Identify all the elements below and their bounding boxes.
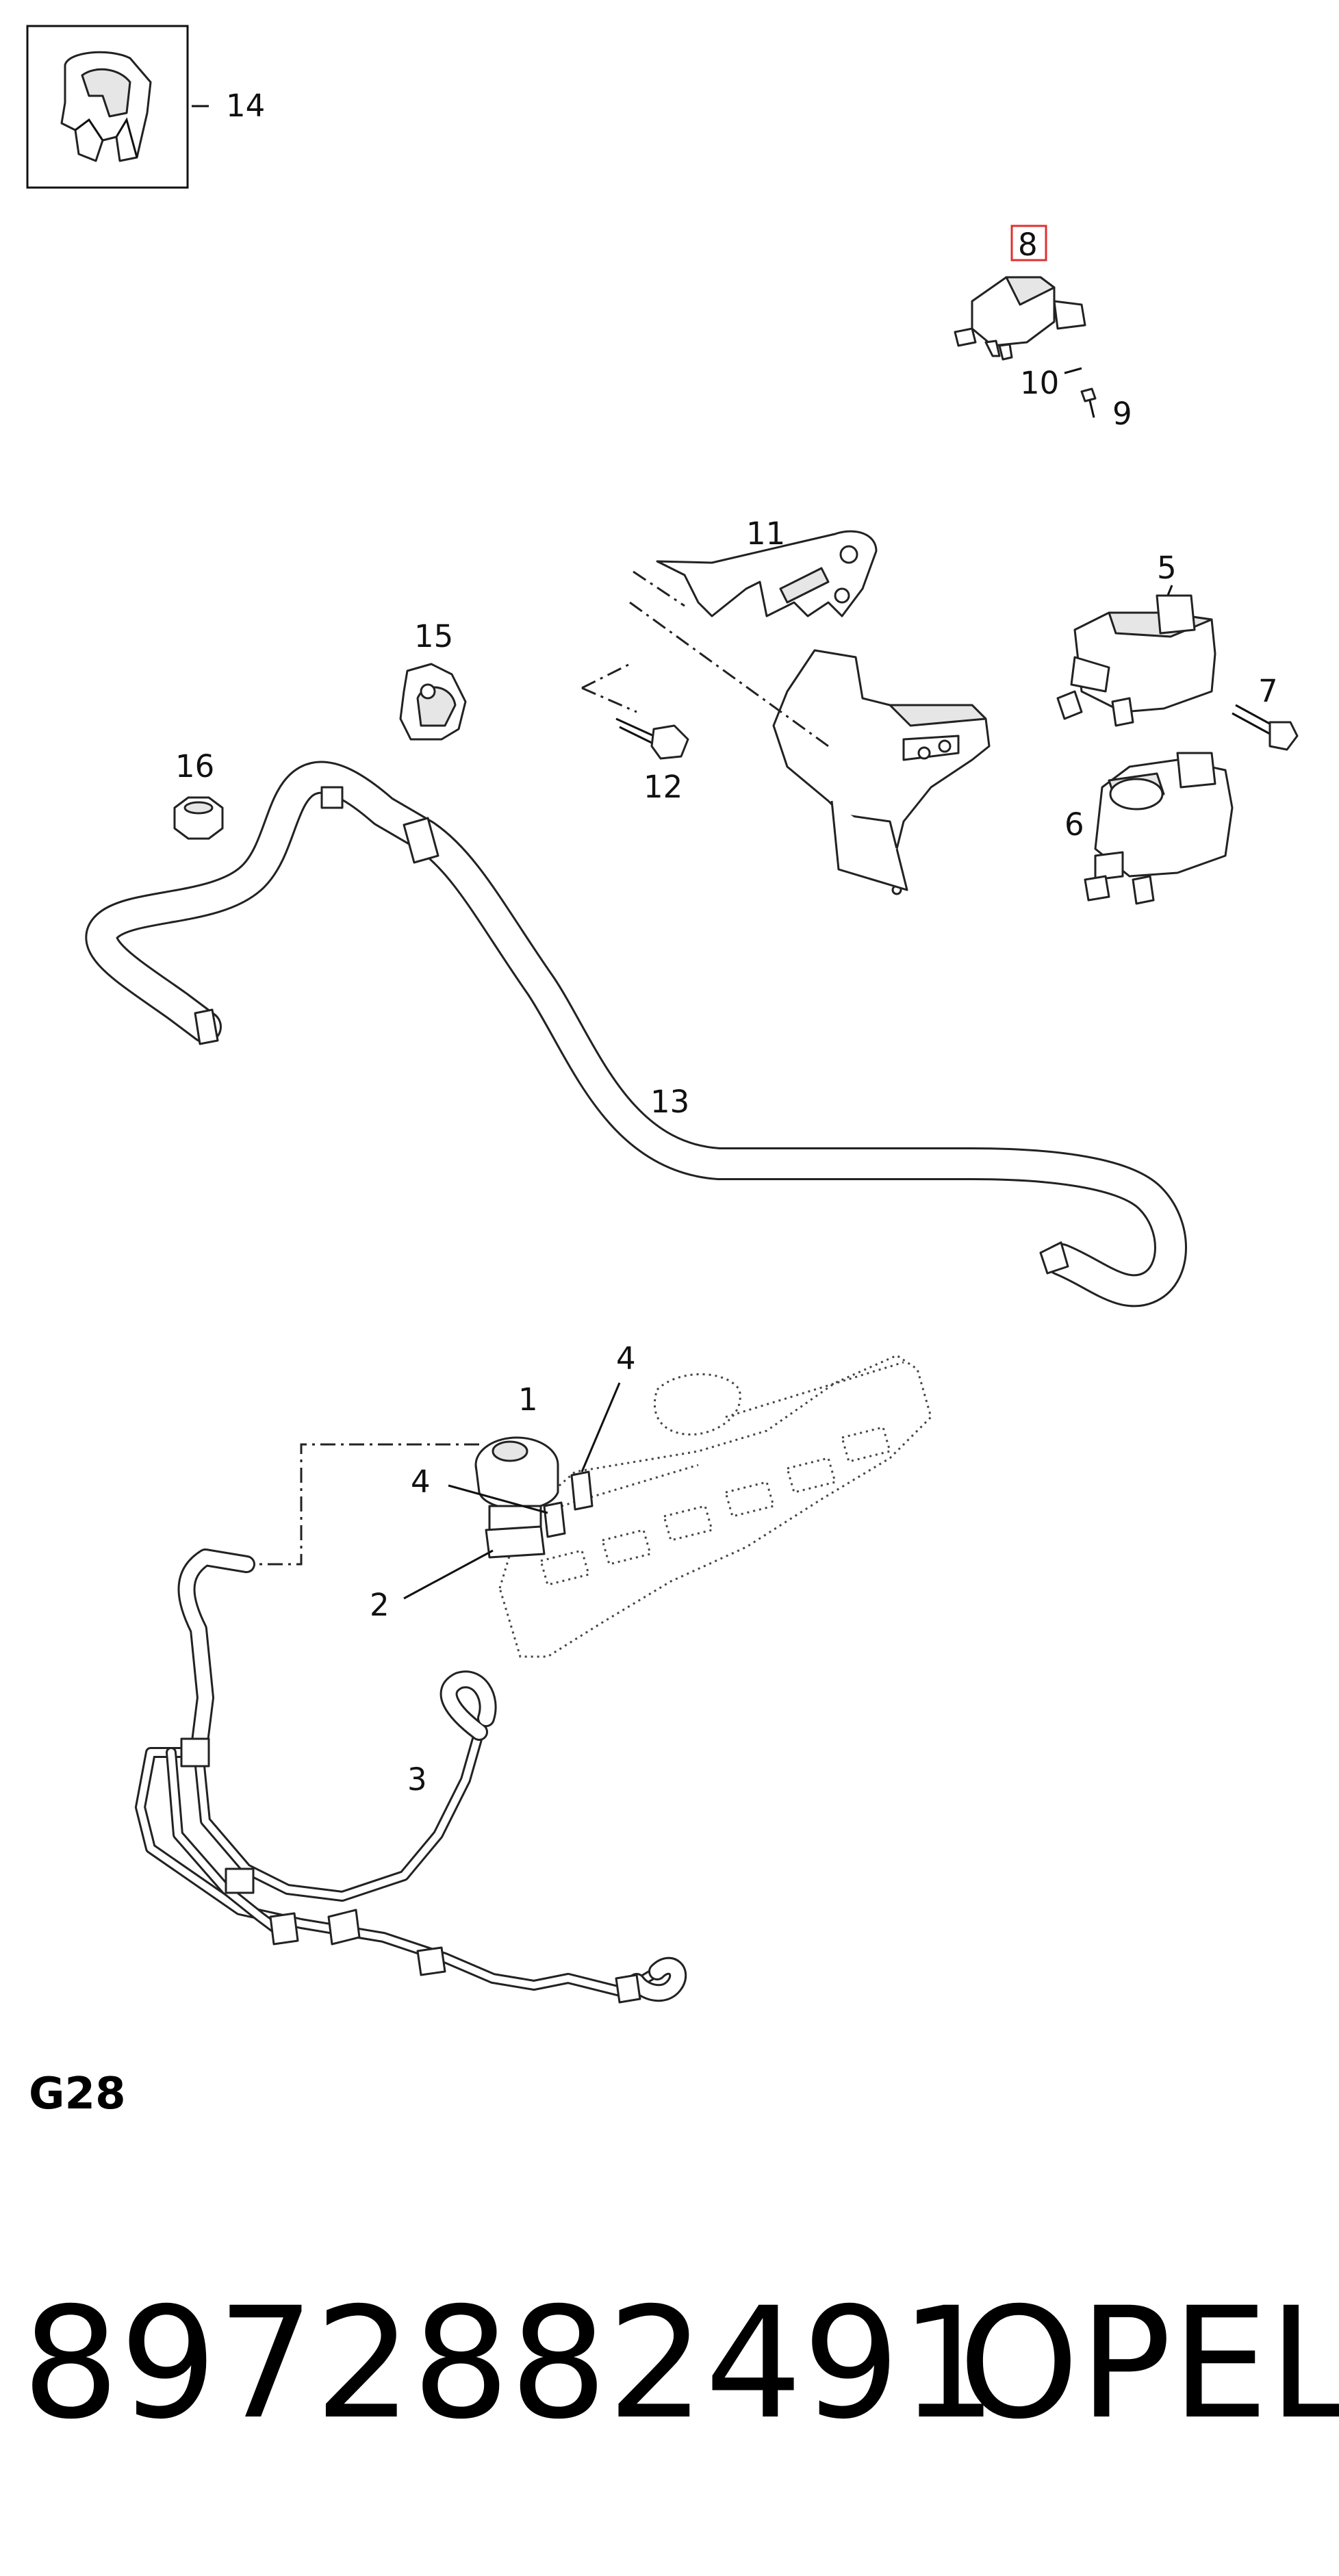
part-13-hose	[85, 761, 1187, 1308]
part-9-screw	[1080, 387, 1097, 418]
callout-13: 13	[650, 1084, 689, 1120]
part-6-converter	[1084, 752, 1234, 905]
part-14-clip	[26, 25, 209, 189]
part-16-nut	[173, 796, 224, 840]
callout-3: 3	[407, 1761, 427, 1798]
callout-16: 16	[175, 748, 214, 785]
part-12-bolt	[615, 717, 689, 760]
callout-4-lower: 4	[411, 1464, 431, 1500]
callout-12: 12	[643, 769, 683, 805]
part-15-clamp	[399, 663, 467, 741]
callout-8: 8	[1018, 227, 1038, 263]
callout-11: 11	[746, 515, 785, 552]
part-11-bracket	[656, 530, 991, 895]
callout-4-upper: 4	[616, 1340, 636, 1377]
callout-15: 15	[414, 618, 453, 654]
callout-7: 7	[1258, 673, 1278, 709]
highlight-box-8	[1010, 225, 1047, 262]
callout-2: 2	[370, 1587, 390, 1623]
callout-6: 6	[1064, 806, 1084, 843]
callout-1: 1	[518, 1381, 538, 1418]
part-number: 8972882491	[22, 2274, 997, 2453]
callout-5: 5	[1157, 550, 1177, 586]
part-2-gasket	[485, 1525, 546, 1559]
callout-10: 10	[1020, 365, 1059, 401]
part-7-screw	[1232, 704, 1299, 751]
brand-name: OPEL	[958, 2274, 1339, 2453]
part-8-solenoid	[954, 276, 1086, 361]
section-code: G28	[29, 2069, 126, 2119]
part-3-vacuum-lines	[135, 1548, 687, 2004]
callout-14: 14	[226, 88, 265, 124]
part-5-converter	[1056, 594, 1216, 727]
intake-manifold-phantom	[498, 1354, 932, 1658]
part-4-nuts	[543, 1470, 594, 1538]
callout-9: 9	[1112, 396, 1132, 432]
